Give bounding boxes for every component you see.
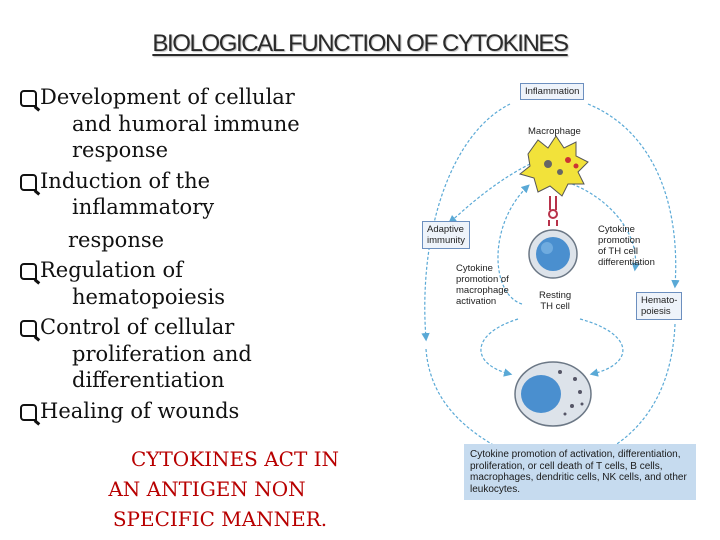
- bullet-line: inflammatory: [72, 195, 215, 219]
- arrow-lower-left: [425, 348, 511, 455]
- arrow-to-inflammation: [421, 103, 511, 342]
- macrophage-label: Macrophage: [528, 126, 581, 137]
- bullet-line: differentiation: [72, 368, 225, 392]
- bullet-line: Healing of wounds: [40, 398, 240, 423]
- resting-line: Resting: [539, 290, 572, 301]
- checkbox-bullet-icon: [20, 403, 37, 421]
- bullet-item: Healing of wounds: [18, 398, 368, 425]
- checkbox-bullet-icon: [20, 320, 37, 337]
- arrow-th-down-left: [480, 318, 519, 377]
- adaptive-immunity-label: Adaptive immunity: [422, 221, 471, 249]
- th-promo-line: promotion: [598, 235, 641, 246]
- mac-activation-label: Cytokine promotion of macrophage activat…: [456, 263, 509, 307]
- diagram-caption: Cytokine promotion of activation, differ…: [464, 444, 696, 500]
- bullet-list: Development of cellular and humoral immu…: [18, 84, 368, 424]
- statement-line: SPECIFIC MANNER.: [112, 507, 328, 531]
- bullet-line: Development of cellular: [40, 85, 295, 109]
- bullet-item: Induction of the inflammatory response: [18, 168, 368, 254]
- mac-promo-line: Cytokine: [456, 263, 493, 274]
- bullet-line: and humoral immune: [72, 111, 300, 136]
- macrophage-cell: [518, 135, 589, 197]
- arrow-lower-right: [597, 323, 676, 456]
- resting-line: TH cell: [540, 301, 570, 312]
- bullet-line: proliferation and: [72, 341, 252, 366]
- inflammation-label: Inflammation: [520, 83, 585, 100]
- arrow-mac-activation: [497, 184, 530, 305]
- mac-promo-line: macrophage: [456, 285, 509, 296]
- arrow-th-down-right: [579, 318, 624, 377]
- bullet-line: Induction of the: [40, 168, 211, 193]
- arrow-macrophage-to-adaptive: [448, 163, 531, 224]
- hemato-line: Hemato-: [641, 295, 678, 306]
- adaptive-line: immunity: [427, 235, 466, 246]
- bullet-line: response: [68, 227, 165, 252]
- arrow-th-promotion: [571, 183, 641, 272]
- receptor-link: [549, 196, 557, 210]
- cytokine-function-diagram: Inflammation Macrophage Adaptive immunit…: [410, 74, 710, 524]
- checkbox-bullet-icon: [20, 90, 37, 107]
- adaptive-line: Adaptive: [427, 224, 464, 235]
- resting-th-label: Resting TH cell: [539, 290, 571, 312]
- checkbox-bullet-icon: [20, 263, 37, 280]
- slide-title: BIOLOGICAL FUNCTION OF CYTOKINES: [152, 30, 569, 57]
- th-promo-line: differentiation: [598, 257, 655, 268]
- mac-promo-line: promotion of: [456, 274, 509, 285]
- arrow-to-hematopoiesis: [587, 103, 680, 289]
- checkbox-bullet-icon: [20, 173, 37, 191]
- bullet-line: Control of cellular: [40, 315, 235, 339]
- diagram-graphics: [421, 103, 680, 456]
- statement-line: CYTOKINES ACT IN: [130, 447, 340, 471]
- bullet-line: response: [72, 138, 169, 162]
- bullet-line: Regulation of: [40, 258, 183, 282]
- hematopoiesis-label: Hemato- poiesis: [636, 292, 683, 320]
- th-promo-line: of TH cell: [598, 246, 638, 257]
- bullet-item: Regulation of hematopoiesis: [18, 257, 368, 310]
- th-promotion-label: Cytokine promotion of TH cell differenti…: [598, 224, 655, 268]
- bullet-line: hematopoiesis: [72, 284, 225, 309]
- mac-promo-line: activation: [456, 296, 497, 307]
- nonspecific-statement: CYTOKINES ACT IN AN ANTIGEN NON SPECIFIC…: [95, 444, 375, 534]
- hemato-line: poiesis: [641, 306, 671, 317]
- statement-line: AN ANTIGEN NON: [108, 477, 306, 501]
- th-promo-line: Cytokine: [598, 224, 635, 235]
- bullet-item: Development of cellular and humoral immu…: [18, 84, 368, 164]
- bullet-item: Control of cellular proliferation and di…: [18, 314, 368, 394]
